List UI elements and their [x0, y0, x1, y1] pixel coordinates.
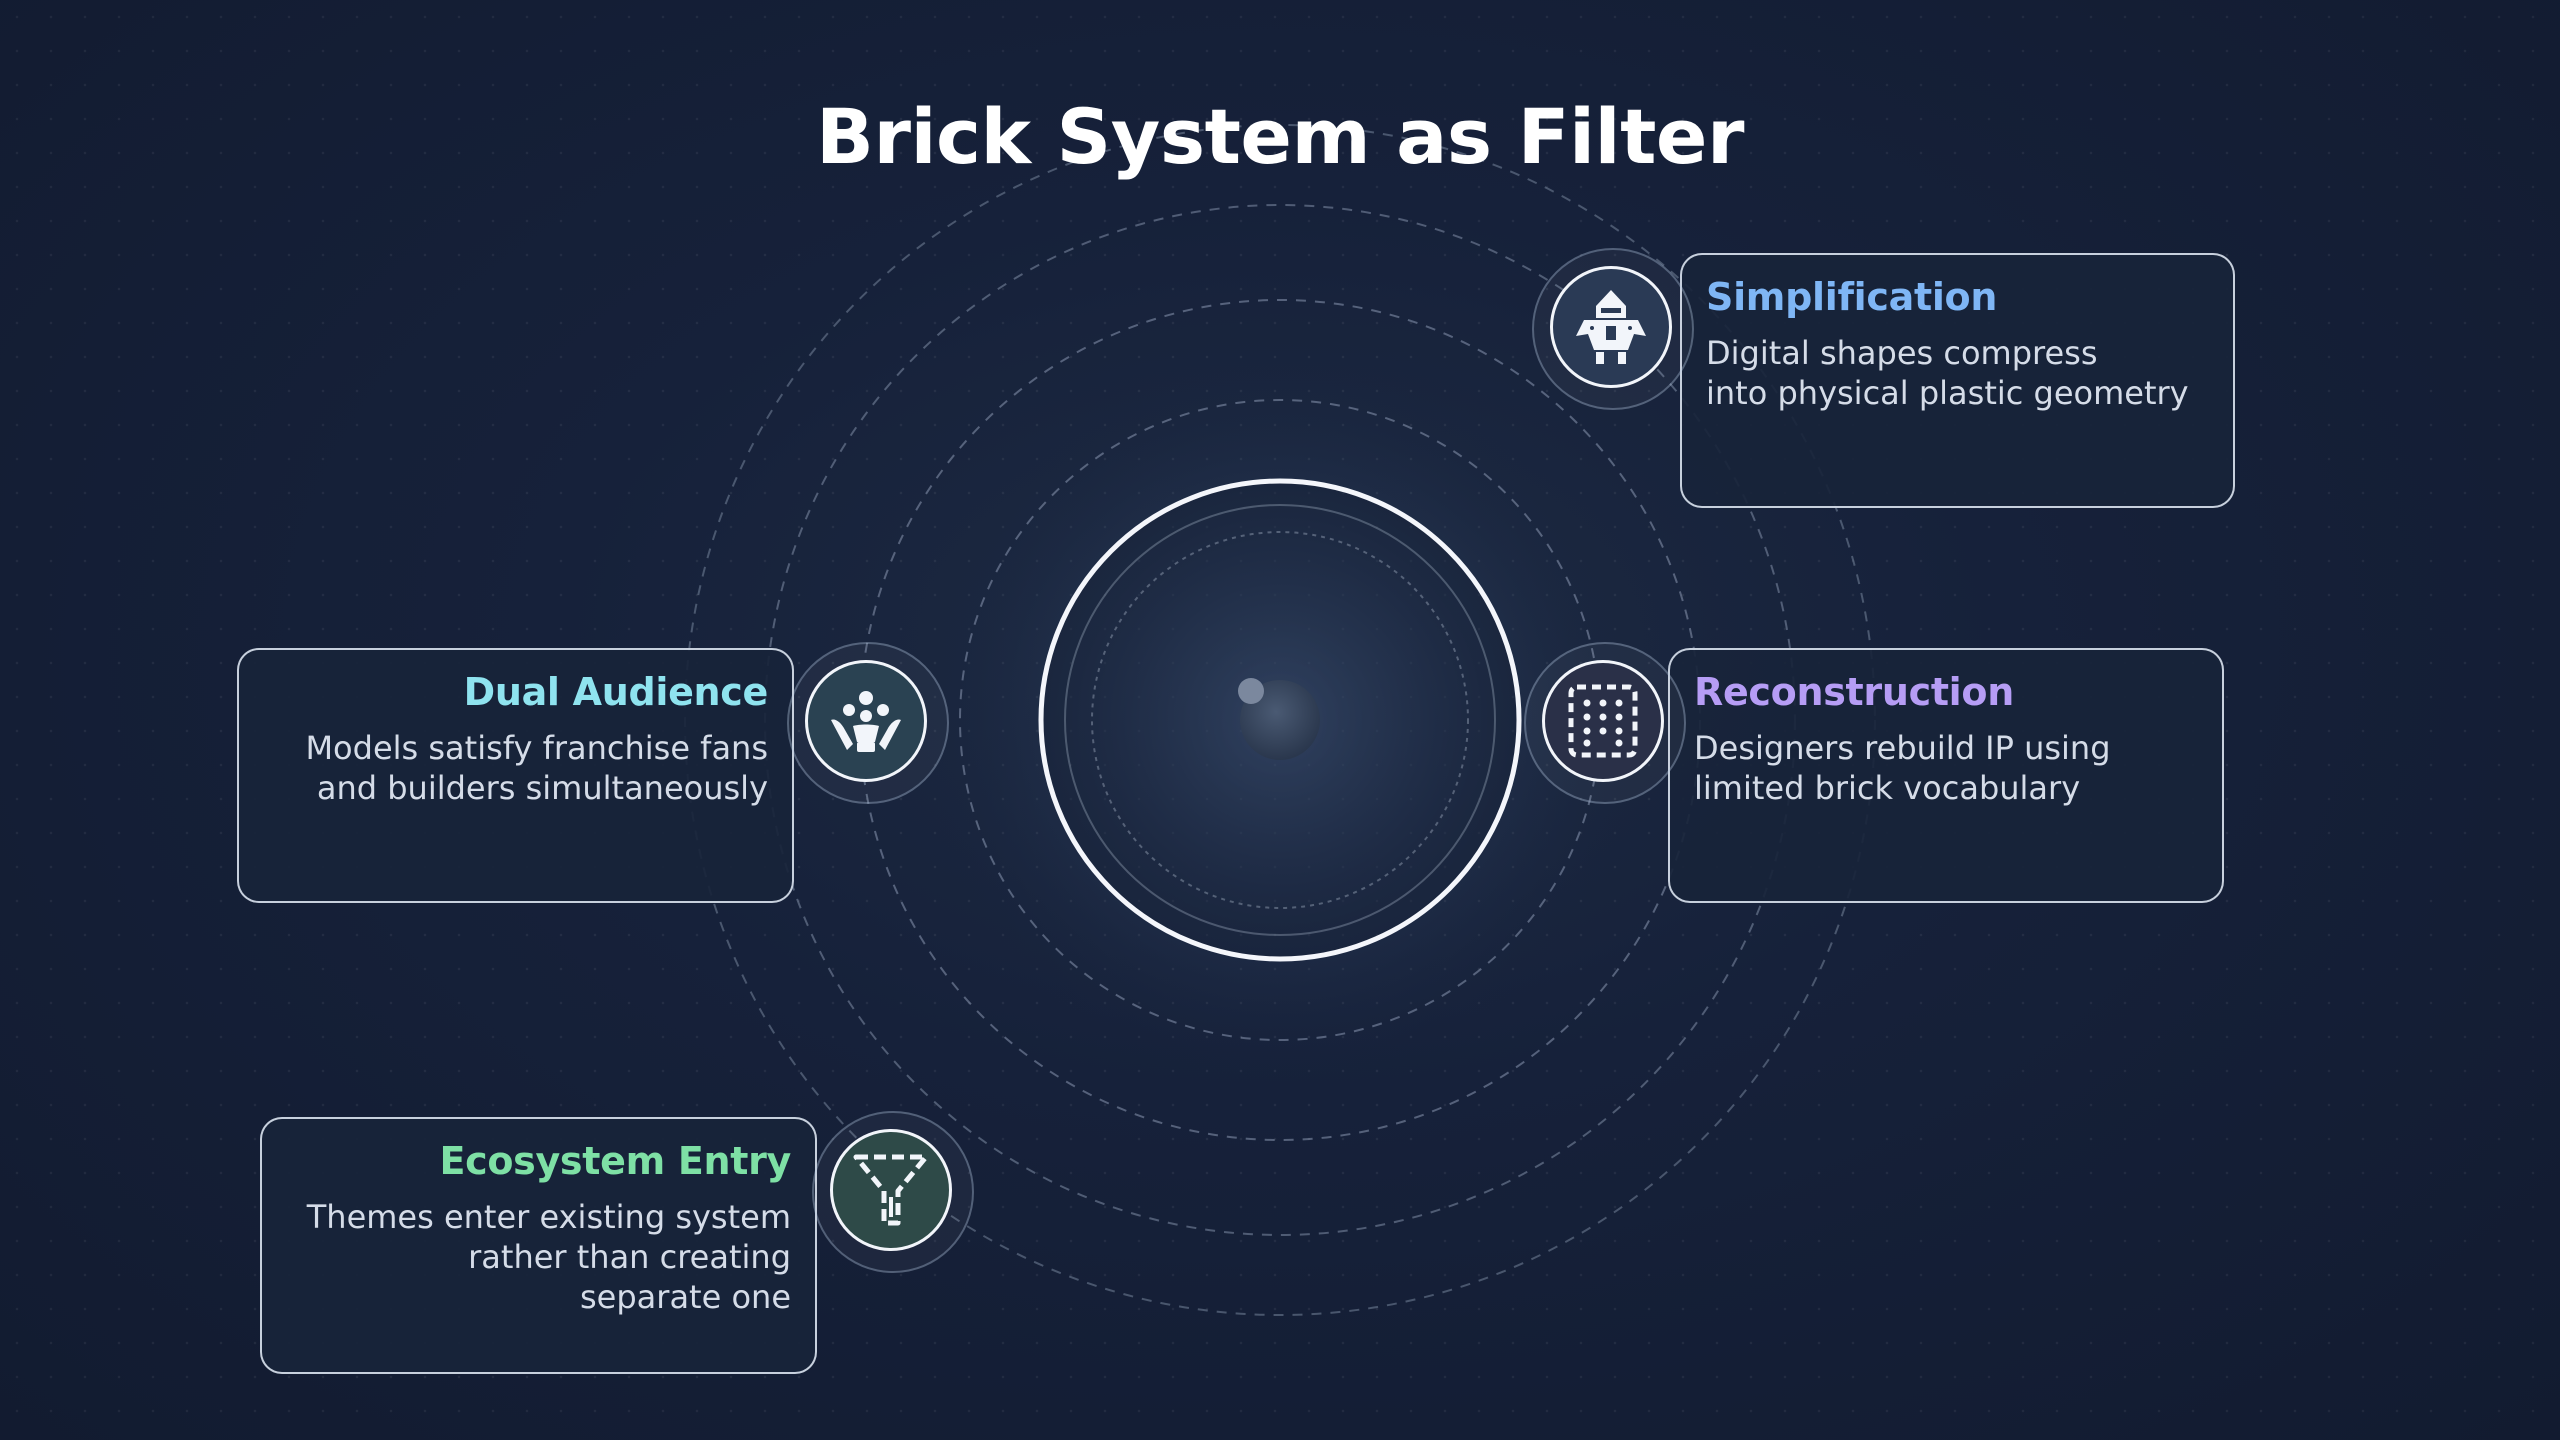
node-title: Dual Audience	[463, 670, 769, 714]
robot-icon	[1576, 290, 1646, 364]
node-title: Ecosystem Entry	[439, 1139, 791, 1183]
group-icon	[831, 691, 901, 752]
node-icon-simplification	[1532, 248, 1694, 410]
node-title: Simplification	[1706, 275, 1998, 319]
node-card-reconstruction: Reconstruction Designers rebuild IP usin…	[1668, 648, 2224, 903]
node-description: Designers rebuild IP using limited brick…	[1694, 729, 2111, 807]
core-inner-ring-1	[1064, 504, 1496, 936]
funnel-icon	[853, 1154, 929, 1226]
node-card-simplification: Simplification Digital shapes compress i…	[1680, 253, 2235, 508]
core-highlight-dot	[1238, 678, 1264, 704]
node-title: Reconstruction	[1694, 670, 2014, 714]
node-description: Themes enter existing system rather than…	[306, 1198, 791, 1316]
node-description: Digital shapes compress into physical pl…	[1706, 334, 2189, 412]
node-icon-reconstruction	[1524, 642, 1686, 804]
node-card-ecosystem-entry: Ecosystem Entry Themes enter existing sy…	[260, 1117, 817, 1374]
node-icon-ecosystem-entry	[812, 1111, 974, 1273]
node-description: Models satisfy franchise fans and builde…	[305, 729, 768, 807]
node-icon-dual-audience	[787, 642, 949, 804]
page-title: Brick System as Filter	[816, 92, 1744, 181]
brick-grid-icon	[1568, 684, 1638, 758]
node-card-dual-audience: Dual Audience Models satisfy franchise f…	[237, 648, 794, 903]
core-inner-ring-2	[1091, 531, 1469, 909]
